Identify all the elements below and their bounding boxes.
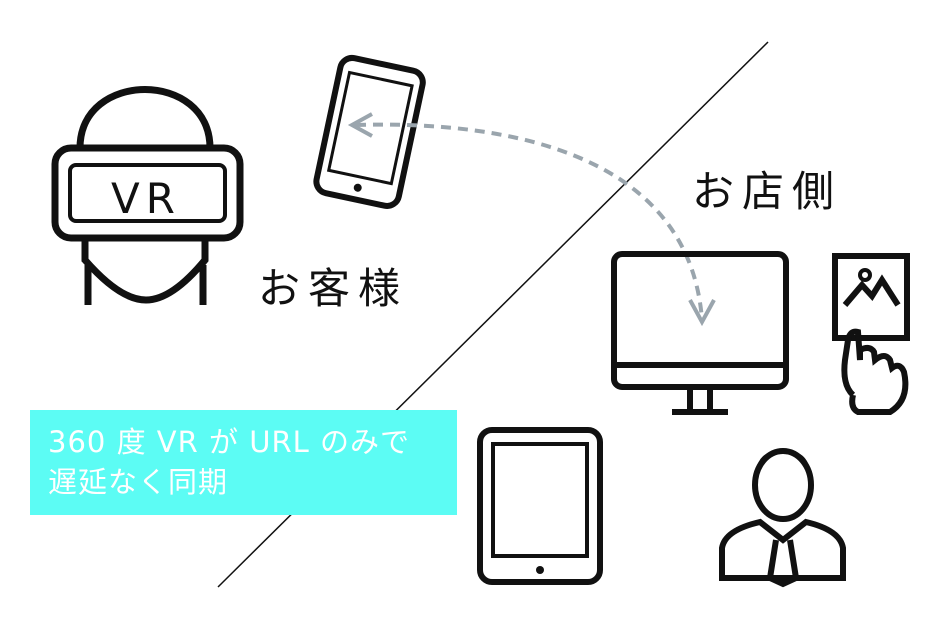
tablet-icon [477, 427, 603, 585]
businessman-icon [719, 448, 846, 588]
image-touch-icon [832, 253, 910, 415]
store-label: お店側 [692, 167, 843, 216]
smartphone-icon [313, 54, 426, 209]
feature-callout: 360 度 VR が URL のみで 遅延なく同期 [30, 410, 457, 515]
callout-line-2: 遅延なく同期 [48, 465, 229, 499]
vr-headset-text: VR [111, 174, 181, 223]
vr-user-icon [51, 86, 244, 305]
customer-label: お客様 [258, 264, 409, 313]
desktop-monitor-icon [611, 251, 789, 415]
sync-arrow [347, 112, 716, 327]
callout-line-1: 360 度 VR が URL のみで [48, 425, 410, 459]
